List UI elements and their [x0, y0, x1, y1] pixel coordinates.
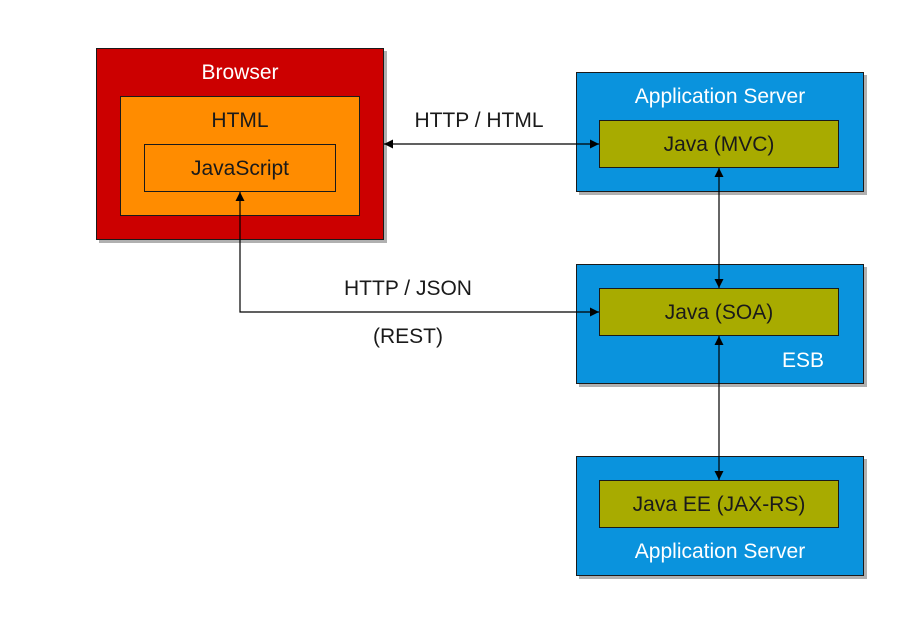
esb-title: ESB	[782, 349, 825, 372]
java-ee-box	[599, 480, 839, 528]
javascript-label: JavaScript	[190, 157, 290, 180]
java-mvc-box	[599, 120, 839, 168]
app-server-bottom-title: Application Server	[634, 540, 806, 563]
java-soa-box	[599, 288, 839, 336]
browser-title: Browser	[201, 61, 279, 84]
rest-label: (REST)	[373, 325, 443, 348]
http-json-label: HTTP / JSON	[344, 277, 472, 300]
html-label: HTML	[211, 109, 269, 132]
java-soa-label: Java (SOA)	[664, 301, 774, 324]
app-server-top-title: Application Server	[634, 85, 806, 108]
js-soa-arrow	[235, 192, 599, 317]
java-mvc-label: Java (MVC)	[663, 133, 775, 156]
javascript-box	[144, 144, 336, 192]
http-html-label: HTTP / HTML	[414, 109, 544, 132]
java-ee-label: Java EE (JAX-RS)	[632, 493, 806, 516]
